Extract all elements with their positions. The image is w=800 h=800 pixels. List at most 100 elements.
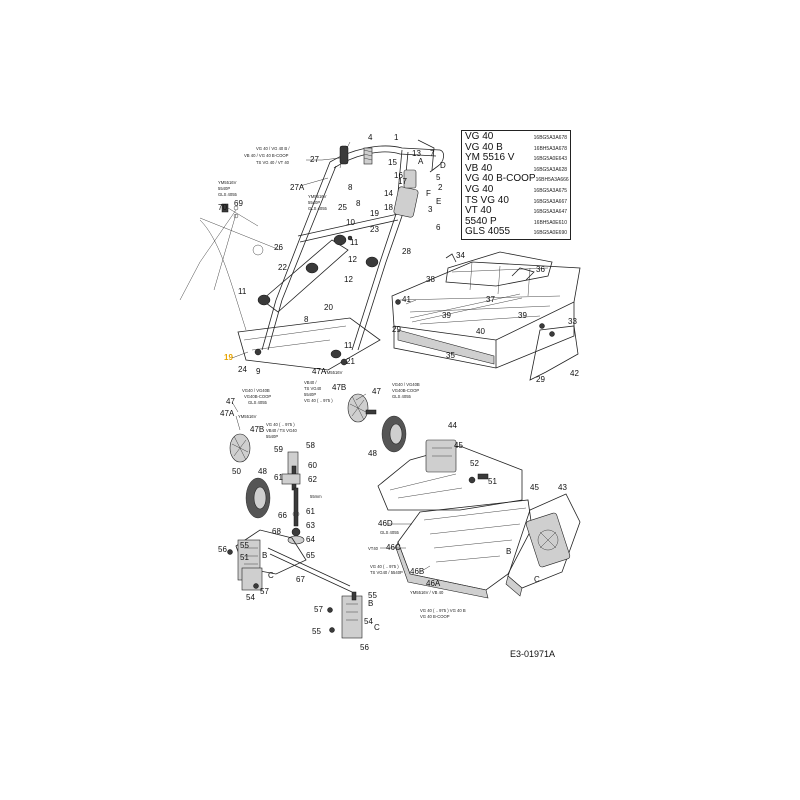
leader-lines: [231, 157, 431, 573]
grass-box-assembly: [391, 251, 581, 381]
callout-47B-left: 47B: [250, 425, 264, 434]
callout-27: 27: [310, 155, 319, 164]
note-46B-1: VG 40 ( .. 975 ): [370, 564, 399, 569]
callout-54a: 54: [246, 593, 255, 602]
model-name: TS VG 40: [465, 194, 509, 206]
model-name: YM 5516 V: [465, 152, 515, 164]
model-name: VG 40 B: [465, 141, 503, 153]
callout-E: E: [436, 197, 441, 206]
callout-41: 41: [402, 295, 411, 304]
note-47A-mid: YM5516V: [324, 370, 343, 375]
callout-56b: 56: [360, 643, 369, 652]
model-code: 16BG5A3A647: [533, 209, 567, 216]
callout-51b: 51: [240, 553, 249, 562]
handle-assembly: [179, 139, 444, 371]
callout-59: 59: [274, 445, 283, 454]
note-27-line1: VG 40 / VG 40 B /: [256, 146, 290, 151]
callout-55a: 55: [240, 541, 249, 550]
callout-20: 20: [324, 303, 333, 312]
callout-15: 15: [388, 158, 397, 167]
callout-11c: 11: [344, 341, 353, 350]
callout-57b: 57: [314, 605, 323, 614]
model-row: VB 40 16BG5A3A628: [465, 162, 567, 175]
callout-C3: C: [374, 623, 380, 632]
callout-68: 68: [272, 527, 281, 536]
callout-44: 44: [448, 421, 457, 430]
callout-14: 14: [384, 189, 393, 198]
callout-40: 40: [476, 327, 485, 336]
model-code: 16BH5A0E610: [533, 219, 567, 226]
highlighted-callout-19: 19: [224, 353, 233, 362]
note-47B-left-1: VG 40 ( .. 975 ): [266, 422, 295, 427]
note-47B-left-2: VB40 / TS VG40: [266, 428, 298, 433]
callout-B3: B: [368, 599, 373, 608]
model-name: 5540 P: [465, 215, 497, 227]
model-row: VG 40 B 16BH5A3A678: [465, 141, 567, 154]
model-code: 16BG5A3A678: [533, 135, 567, 141]
model-name: VB 40: [465, 162, 493, 174]
callout-45b: 45: [530, 483, 539, 492]
model-code: 16BG5A3A667: [533, 198, 567, 205]
callout-13: 13: [412, 149, 421, 158]
note-70-line1: YM5516V: [218, 180, 237, 185]
model-row: VG 40 16BG5A3A678: [465, 131, 567, 143]
note-47B-left-3: 5540P: [266, 434, 278, 439]
callout-B1: B: [506, 547, 511, 556]
callout-labels: 1 2 3 4 5 6 7 8 8 8 9 10 11 11 11 12 12 …: [218, 133, 579, 652]
note-47B-mid-4: VG 40 ( .. 975 ): [304, 398, 333, 403]
callout-60: 60: [308, 461, 317, 470]
note-47B-mid-1: VB40 /: [304, 380, 317, 385]
callout-63: 63: [306, 521, 315, 530]
callout-64: 64: [306, 535, 315, 544]
model-code: 16BH5A3A678: [533, 145, 567, 152]
note-46-1: VG 40 ( .. 975 ) VG 40 B: [420, 608, 466, 613]
note-46D: GLS 4055: [380, 530, 400, 535]
callout-D: D: [440, 161, 446, 170]
callout-36: 36: [536, 265, 545, 274]
callout-67: 67: [296, 575, 305, 584]
callout-28: 28: [402, 247, 411, 256]
callout-48-left: 48: [258, 467, 267, 476]
callout-39a: 39: [442, 311, 451, 320]
callout-8b: 8: [356, 199, 361, 208]
callout-43: 43: [558, 483, 567, 492]
callout-2: 2: [438, 183, 443, 192]
callout-25: 25: [338, 203, 347, 212]
note-27A-line3: GLS 4055: [308, 206, 328, 211]
model-name: VT 40: [465, 205, 492, 217]
callout-47A-mid: 47A: [312, 367, 327, 376]
note-70-line3: GLS 4055: [218, 192, 238, 197]
model-notes: VG 40 / VG 40 B / VB 40 / VG 40 B-COOP T…: [218, 146, 466, 619]
note-27A-line2: 5540P: [308, 200, 320, 205]
note-27A-line1: YM5516V: [308, 194, 327, 199]
callout-58: 58: [306, 441, 315, 450]
callout-66: 66: [278, 511, 287, 520]
model-name: VG 40: [465, 131, 494, 142]
note-47B-mid-3: 5540P: [304, 392, 316, 397]
callout-7: 7: [430, 149, 435, 158]
note-47-mid-1: VG40 / VG40B: [392, 382, 420, 387]
model-row: TS VG 40 16BG5A3A667: [465, 194, 567, 207]
callout-27a: 27A: [290, 183, 305, 192]
callout-12b: 12: [344, 275, 353, 284]
callout-A: A: [418, 157, 424, 166]
note-46-2: VG 40 B-COOP: [420, 614, 450, 619]
callout-55b: 55: [368, 591, 377, 600]
callout-48-mid: 48: [368, 449, 377, 458]
note-47-left-1: VG40 / VG40B: [242, 388, 270, 393]
callout-23: 23: [370, 225, 379, 234]
rear-wheels: [229, 393, 489, 519]
callout-18: 18: [384, 203, 393, 212]
callout-62: 62: [308, 475, 317, 484]
cable-assembly: [213, 203, 259, 291]
model-code: 16BG5A3A628: [533, 166, 567, 173]
callout-47-left: 47: [226, 397, 235, 406]
callout-69: 69: [234, 199, 243, 208]
callout-46a: 46A: [426, 579, 441, 588]
callout-19: 19: [370, 209, 379, 218]
callout-21: 21: [346, 357, 355, 366]
callout-46c: 46C: [386, 543, 401, 552]
